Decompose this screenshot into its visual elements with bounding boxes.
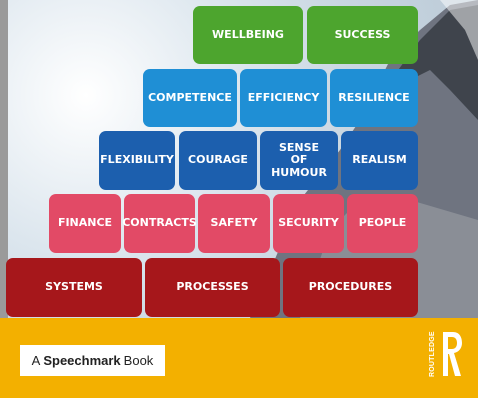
brick-security: SECURITY [273, 194, 344, 253]
brick-success: SUCCESS [307, 6, 418, 64]
brick-people: PEOPLE [347, 194, 418, 253]
brick-procedures: PROCEDURES [283, 258, 418, 317]
brick-wellbeing: WELLBEING [193, 6, 303, 64]
publisher-name: ROUTLEDGE [429, 331, 436, 377]
brick-flexibility: FLEXIBILITY [99, 131, 175, 190]
series-brand: Speechmark [43, 353, 121, 368]
brick-systems: SYSTEMS [6, 258, 142, 317]
series-suffix: Book [123, 353, 154, 368]
left-edge-bar [0, 0, 8, 318]
series-prefix: A [31, 353, 41, 368]
routledge-logo-icon [443, 332, 462, 376]
brick-realism: REALISM [341, 131, 418, 190]
brick-resilience: RESILIENCE [330, 69, 418, 127]
brick-courage: COURAGE [179, 131, 257, 190]
brick-finance: FINANCE [49, 194, 121, 253]
brick-competence: COMPETENCE [143, 69, 237, 127]
brick-efficiency: EFFICIENCY [240, 69, 327, 127]
speechmark-badge: A Speechmark Book [20, 345, 165, 376]
brick-safety: SAFETY [198, 194, 270, 253]
brick-processes: PROCESSES [145, 258, 280, 317]
brick-contracts: CONTRACTS [122, 194, 197, 253]
brick-sense-of-humour: SENSE OF HUMOUR [260, 131, 338, 190]
